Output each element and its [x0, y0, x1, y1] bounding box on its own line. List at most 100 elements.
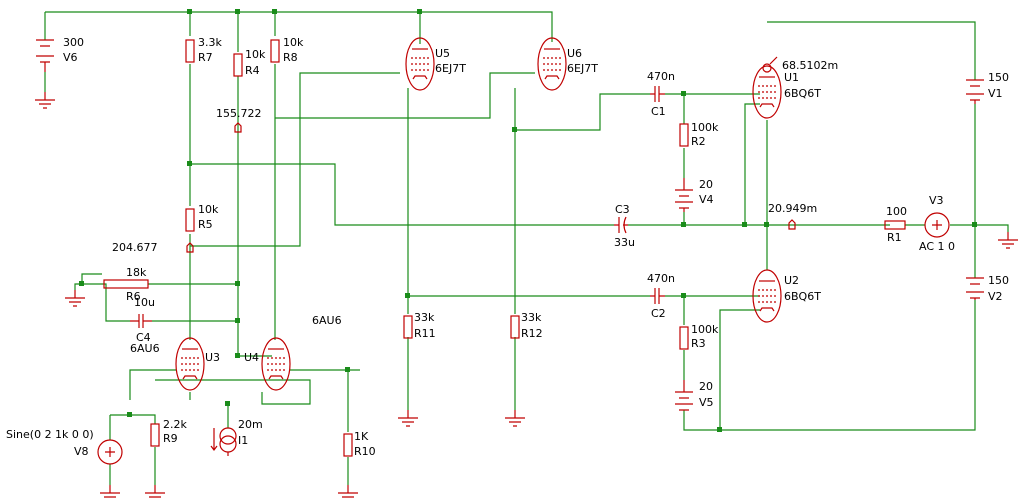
probe-readout-4: 20.949m: [768, 202, 817, 215]
battery-v1[interactable]: [966, 79, 984, 104]
label-c4-value: 10u: [134, 296, 155, 309]
tube-u4[interactable]: [261, 337, 291, 391]
label-v5-value: 20: [699, 380, 713, 393]
sine-source-v8[interactable]: [97, 439, 123, 465]
label-v1: V1: [988, 87, 1003, 100]
label-r11-value: 33k: [414, 311, 435, 324]
resistor-r8[interactable]: [270, 39, 280, 63]
label-r3-value: 100k: [691, 323, 719, 336]
label-v6: V6: [63, 51, 78, 64]
resistor-r4[interactable]: [233, 53, 243, 77]
resistor-r6[interactable]: [103, 279, 149, 289]
capacitor-c1[interactable]: [650, 86, 665, 102]
label-v4-value: 20: [699, 178, 713, 191]
label-i1-value: 20m: [238, 418, 263, 431]
ac-source-v3[interactable]: [924, 212, 950, 238]
label-r3: R3: [691, 337, 706, 350]
tube-u6[interactable]: [537, 37, 567, 91]
label-r9: R9: [163, 432, 178, 445]
label-r4-value: 10k: [245, 48, 266, 61]
label-v5: V5: [699, 396, 714, 409]
tube-u1[interactable]: [752, 65, 782, 119]
junction-dots: [79, 9, 977, 432]
label-u5: U5: [435, 47, 450, 60]
label-r4: R4: [245, 64, 260, 77]
label-c1-value: 470n: [647, 70, 675, 83]
label-r10: R10: [354, 445, 376, 458]
label-v2-value: 150: [988, 274, 1009, 287]
label-u2-type: 6BQ6T: [784, 290, 821, 303]
battery-v5[interactable]: [675, 380, 693, 411]
probe-readouts: 155.722 204.677 68.5102m 20.949m: [112, 59, 838, 254]
label-r11: R11: [414, 327, 436, 340]
resistor-r7[interactable]: [185, 39, 195, 63]
label-v8: V8: [74, 445, 89, 458]
label-v3: V3: [929, 194, 944, 207]
label-r2: R2: [691, 135, 706, 148]
label-c3: C3: [615, 203, 630, 216]
label-c3-value: 33u: [614, 236, 635, 249]
resistor-r1[interactable]: [884, 220, 906, 230]
probe-markers[interactable]: [186, 56, 796, 253]
label-c2-value: 470n: [647, 272, 675, 285]
probe-readout-1: 155.722: [216, 107, 262, 120]
label-i1: I1: [238, 434, 248, 447]
label-r12-value: 33k: [521, 311, 542, 324]
component-labels: 300 V6 3.3k R7 10k R4 10k R8 U5 6EJ7T U6…: [6, 36, 1009, 458]
label-c1: C1: [651, 105, 666, 118]
probe-readout-2: 204.677: [112, 241, 158, 254]
label-c4: C4: [136, 331, 151, 344]
label-u4-type: 6AU6: [312, 314, 342, 327]
label-u1-type: 6BQ6T: [784, 87, 821, 100]
label-u1: U1: [784, 71, 799, 84]
capacitor-c3[interactable]: [614, 216, 628, 234]
current-source-i1[interactable]: [210, 427, 237, 456]
label-r6-value: 18k: [126, 266, 147, 279]
battery-v2[interactable]: [966, 277, 984, 300]
label-v8-value: Sine(0 2 1k 0 0): [6, 428, 94, 441]
resistor-r11[interactable]: [403, 315, 413, 339]
label-r1: R1: [887, 231, 902, 244]
label-v3-value: AC 1 0: [919, 240, 955, 253]
capacitor-c2[interactable]: [650, 288, 665, 304]
wires: [44, 11, 1009, 485]
label-r9-value: 2.2k: [163, 418, 187, 431]
label-r5: R5: [198, 218, 213, 231]
label-r1-value: 100: [886, 205, 907, 218]
battery-v6[interactable]: [34, 39, 56, 109]
resistor-r12[interactable]: [510, 315, 520, 339]
label-r8-value: 10k: [283, 36, 304, 49]
label-u2: U2: [784, 274, 799, 287]
battery-v4[interactable]: [675, 178, 693, 212]
tube-u3[interactable]: [175, 337, 205, 391]
label-u5-type: 6EJ7T: [435, 62, 466, 75]
ground-symbols: [64, 231, 1019, 500]
tube-u5[interactable]: [405, 37, 435, 91]
label-v4: V4: [699, 193, 714, 206]
capacitor-c4[interactable]: [130, 314, 152, 328]
label-r2-value: 100k: [691, 121, 719, 134]
label-r7-value: 3.3k: [198, 36, 222, 49]
label-u6: U6: [567, 47, 582, 60]
resistor-r3[interactable]: [679, 326, 689, 350]
label-u6-type: 6EJ7T: [567, 62, 598, 75]
resistor-r2[interactable]: [679, 123, 689, 147]
label-r8: R8: [283, 51, 298, 64]
label-r12: R12: [521, 327, 543, 340]
label-c2: C2: [651, 307, 666, 320]
label-v6-value: 300: [63, 36, 84, 49]
label-u3-type: 6AU6: [130, 342, 160, 355]
label-v2: V2: [988, 290, 1003, 303]
label-u4: U4: [244, 351, 259, 364]
probe-readout-3: 68.5102m: [782, 59, 838, 72]
label-r10-value: 1K: [354, 430, 369, 443]
label-r7: R7: [198, 51, 213, 64]
label-r6: R6: [126, 290, 141, 303]
resistor-r5[interactable]: [185, 208, 195, 232]
label-v1-value: 150: [988, 71, 1009, 84]
resistor-r10[interactable]: [343, 433, 353, 457]
label-u3: U3: [205, 351, 220, 364]
label-r5-value: 10k: [198, 203, 219, 216]
resistor-r9[interactable]: [150, 423, 160, 447]
